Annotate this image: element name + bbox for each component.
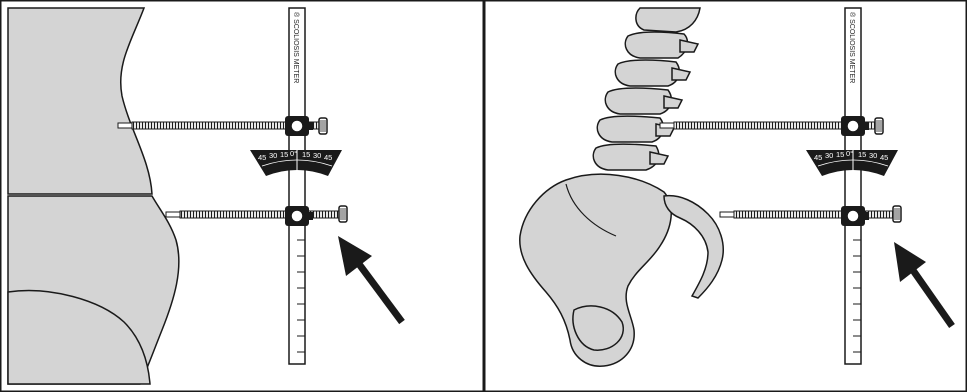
brand-label: ® SCOLIOSIS METER <box>292 12 300 83</box>
upper-knob <box>875 118 883 134</box>
svg-text:45: 45 <box>258 153 266 162</box>
upper-bracket <box>841 116 869 136</box>
arrow-indicator-right <box>894 242 952 326</box>
svg-text:15: 15 <box>836 150 844 159</box>
lower-threaded-rod <box>734 211 844 218</box>
lower-threaded-rod <box>180 211 288 218</box>
svg-text:0°: 0° <box>290 149 297 158</box>
lower-rod-tip <box>720 212 734 217</box>
lower-rod-tip <box>166 212 180 217</box>
torso-upper-silhouette <box>8 8 152 194</box>
scoliosis-meter-right: ® SCOLIOSIS METER 45 30 <box>660 8 901 364</box>
svg-text:0°: 0° <box>846 149 853 158</box>
lower-knob <box>893 206 901 222</box>
sacrum-coccyx <box>664 196 723 298</box>
upper-threaded-rod <box>132 122 288 129</box>
svg-text:30: 30 <box>825 151 833 160</box>
upper-bracket <box>285 116 313 136</box>
svg-text:45: 45 <box>814 153 822 162</box>
lower-bracket <box>285 206 313 226</box>
svg-text:30: 30 <box>269 151 277 160</box>
svg-text:30: 30 <box>313 151 321 160</box>
upper-knob <box>319 118 327 134</box>
arrow-indicator-left <box>338 236 402 322</box>
brand-label: ® SCOLIOSIS METER <box>848 12 856 83</box>
right-panel: ® SCOLIOSIS METER 45 30 <box>520 8 952 366</box>
upper-rod-tip <box>118 123 132 128</box>
svg-text:30: 30 <box>869 151 877 160</box>
left-panel: ® SCOLIOSIS METER 45 <box>8 8 402 384</box>
svg-text:45: 45 <box>324 153 332 162</box>
lower-knob <box>339 206 347 222</box>
spine-vertebrae <box>593 8 700 170</box>
svg-text:15: 15 <box>280 150 288 159</box>
svg-text:15: 15 <box>858 150 866 159</box>
lower-bracket <box>841 206 869 226</box>
svg-text:15: 15 <box>302 150 310 159</box>
upper-rod-tip <box>660 123 674 128</box>
upper-threaded-rod <box>674 122 844 129</box>
svg-text:45: 45 <box>880 153 888 162</box>
